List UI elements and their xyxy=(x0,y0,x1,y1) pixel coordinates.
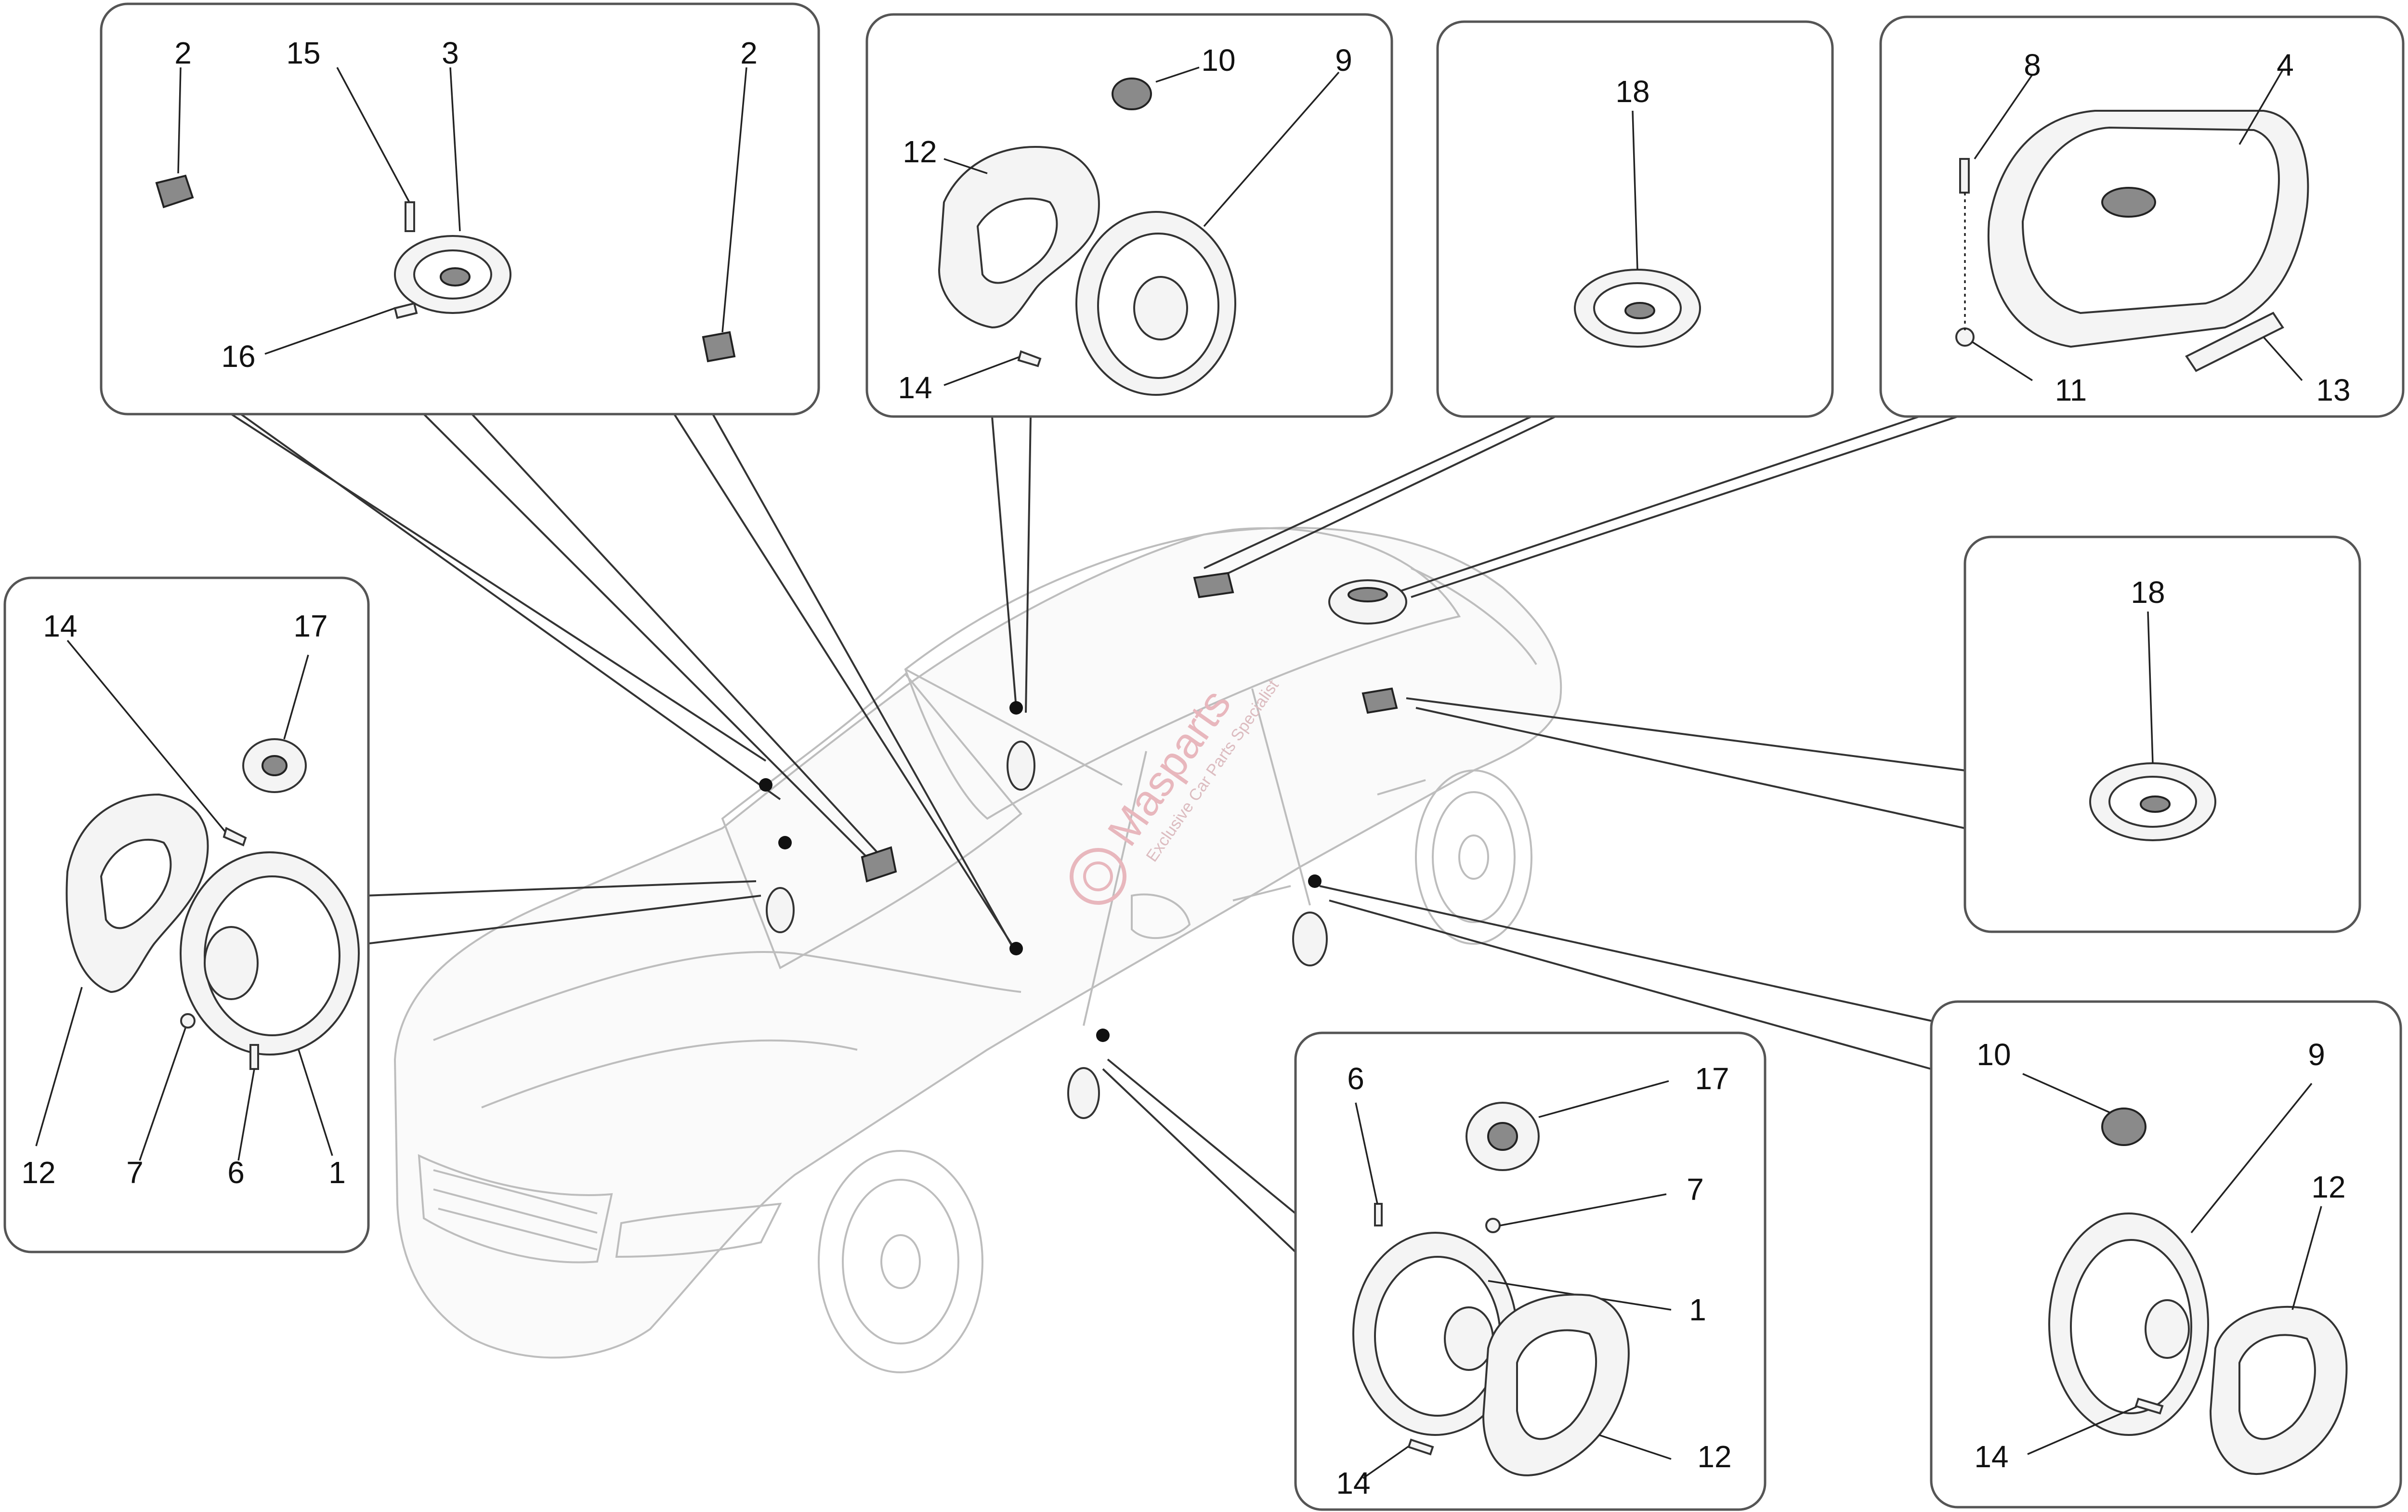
panel-rear-door-left: 6 17 7 1 14 12 xyxy=(1294,1031,1767,1511)
label-14-rear-door: 14 xyxy=(1336,1466,1370,1500)
panel-front-door: 14 17 12 7 6 1 xyxy=(3,576,370,1253)
label-2-right: 2 xyxy=(740,36,758,70)
label-18-roof-front: 18 xyxy=(1615,74,1649,109)
callout-lines xyxy=(230,413,1965,1253)
label-13: 13 xyxy=(2316,373,2350,407)
label-8: 8 xyxy=(2024,48,2041,82)
label-17-rear-door: 17 xyxy=(1695,1061,1729,1096)
label-14: 14 xyxy=(898,370,932,405)
panel-rear-shelf: 8 4 11 13 xyxy=(1879,15,2405,418)
panel-dash-center: 10 9 12 14 xyxy=(865,13,1393,418)
label-12-rear-door: 12 xyxy=(1697,1439,1731,1474)
car-outline xyxy=(393,526,1562,1373)
label-17-front-door: 17 xyxy=(293,609,327,643)
label-14-front-door: 14 xyxy=(43,609,77,643)
label-3: 3 xyxy=(442,36,459,70)
panel-roof-front: 18 xyxy=(1436,20,1834,418)
label-9: 9 xyxy=(1335,43,1352,78)
label-1-rear-door: 1 xyxy=(1689,1292,1706,1327)
panel-rear-roof: 18 xyxy=(1963,535,2361,933)
label-16: 16 xyxy=(221,339,255,374)
panel-rear-door-right: 10 9 12 14 xyxy=(1930,1000,2402,1509)
label-10-rear-right: 10 xyxy=(1976,1037,2011,1072)
car-speaker-locations xyxy=(759,572,1407,1119)
label-12-front-door: 12 xyxy=(21,1155,55,1190)
label-2-left: 2 xyxy=(174,36,192,70)
label-7-rear-door: 7 xyxy=(1687,1172,1704,1207)
label-6-rear-door: 6 xyxy=(1347,1061,1364,1096)
panel-front-tweeters: 2 15 3 2 16 xyxy=(100,2,820,416)
label-4: 4 xyxy=(2277,48,2294,82)
label-12-rear-right: 12 xyxy=(2311,1170,2345,1204)
label-15: 15 xyxy=(286,36,320,70)
label-7-front-door: 7 xyxy=(126,1155,144,1190)
label-14-rear-right: 14 xyxy=(1974,1439,2008,1474)
label-6-front-door: 6 xyxy=(227,1155,245,1190)
label-1-front-door: 1 xyxy=(328,1155,346,1190)
label-12: 12 xyxy=(903,134,937,169)
label-11: 11 xyxy=(2055,373,2087,407)
label-18-rear-roof: 18 xyxy=(2131,575,2165,610)
label-10: 10 xyxy=(1201,43,1235,78)
label-9-rear-right: 9 xyxy=(2308,1037,2325,1072)
